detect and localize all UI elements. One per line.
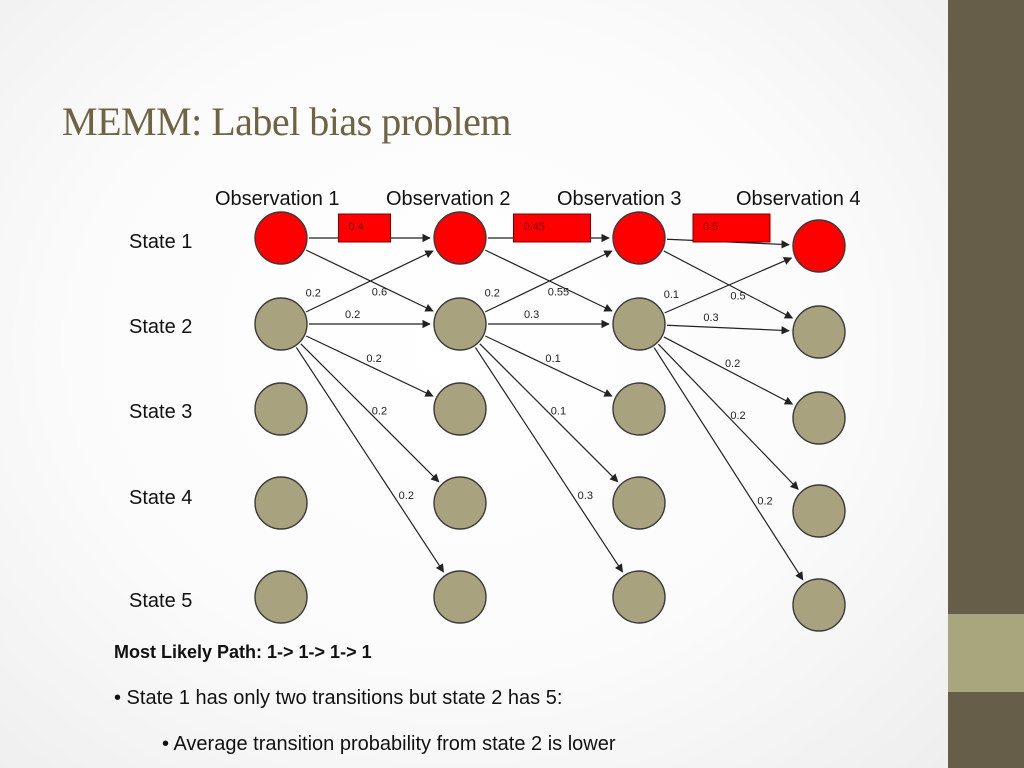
transition-arrow-o3-s2-s5: [653, 347, 804, 581]
state-node-o4-s1: [792, 219, 846, 273]
transition-arrow-o3-s2-s4: [657, 343, 799, 490]
state-node-o4-s4: [792, 484, 846, 538]
transition-prob-o1-s2-s3: 0.2: [366, 353, 381, 365]
transition-prob-o3-s1-s2: 0.5: [730, 291, 745, 303]
observation-label-2: Observation 2: [386, 188, 511, 210]
transition-arrow-o3-s2-s1: [664, 257, 793, 314]
state-label-1: State 1: [129, 231, 193, 253]
transition-arrow-o2-s2-s3: [485, 335, 613, 397]
state-node-o2-s3: [433, 382, 487, 436]
slide-title: MEMM: Label bias problem: [62, 99, 512, 144]
transition-arrow-o1-s2-s3: [306, 335, 434, 397]
state-node-o2-s5: [433, 570, 487, 624]
state-label-5: State 5: [129, 590, 193, 612]
sidebar-accent-middle: [948, 614, 1024, 692]
transition-arrow-o1-s2-s4: [300, 343, 440, 483]
highlight-box-o1: [338, 213, 391, 243]
slide-background: [0, 0, 948, 768]
state-node-o3-s5: [612, 570, 666, 624]
transition-prob-o2-s2-s4: 0.1: [551, 405, 566, 417]
state-node-o2-s2: [433, 297, 487, 351]
state-node-o3-s3: [612, 382, 666, 436]
transition-arrow-o2-s2-s1: [484, 250, 613, 313]
sidebar-accent-bottom: [948, 692, 1024, 768]
transition-prob-o1-s1-s2: 0.6: [372, 286, 387, 298]
state-node-o2-s1: [433, 211, 487, 265]
observation-label-4: Observation 4: [736, 188, 861, 210]
transition-prob-o2-s2-s1: 0.2: [485, 288, 500, 300]
bullet-average-probability: • Average transition probability from st…: [162, 733, 616, 755]
state-node-o4-s5: [792, 578, 846, 632]
transition-prob-o2-s2-s3: 0.1: [545, 353, 560, 365]
transition-prob-o2-s2-s5: 0.3: [578, 490, 593, 502]
transition-arrow-o3-s2-s3: [663, 336, 794, 405]
trellis-diagram: 0.4 0.6 0.2 0.2 0.2 0.2 0.2 0.45 0.55 0.2 0.3 0.1 0.…: [254, 211, 846, 632]
state-node-o2-s4: [433, 476, 487, 530]
transition-prob-o2-s1-s1: 0.45: [524, 221, 545, 233]
state-node-o3-s4: [612, 476, 666, 530]
state-label-3: State 3: [129, 401, 193, 423]
observation-label-3: Observation 3: [557, 188, 682, 210]
state-node-o3-s2: [612, 297, 666, 351]
transition-prob-o1-s2-s4: 0.2: [372, 405, 387, 417]
transition-arrow-o2-s2-s5: [474, 347, 624, 573]
highlight-box-o2: [513, 213, 591, 243]
transition-arrow-o1-s2-s1: [305, 250, 434, 313]
state-node-o1-s4: [254, 476, 308, 530]
transition-prob-o3-s2-s2: 0.3: [703, 312, 718, 324]
bullet-transitions: • State 1 has only two transitions but s…: [114, 687, 563, 709]
state-node-o3-s1: [612, 211, 666, 265]
state-label-4: State 4: [129, 487, 193, 509]
state-node-o4-s3: [792, 391, 846, 445]
most-likely-path: Most Likely Path: 1-> 1-> 1-> 1: [114, 642, 372, 662]
transition-prob-o3-s2-s3: 0.2: [725, 358, 740, 370]
transition-arrow-o1-s2-s5: [295, 347, 445, 573]
transition-prob-o3-s2-s1: 0.1: [664, 289, 679, 301]
transition-arrow-o3-s1-s2: [663, 250, 794, 319]
sidebar-accent-top: [948, 0, 1024, 614]
transition-arrow-o2-s1-s2: [484, 249, 613, 312]
transition-prob-o3-s2-s4: 0.2: [730, 410, 745, 422]
transition-arrow-o1-s1-s2: [305, 249, 434, 312]
highlight-box-o3: [692, 213, 771, 243]
state-node-o1-s5: [254, 570, 308, 624]
transition-prob-o1-s2-s2: 0.2: [345, 309, 360, 321]
transition-prob-o2-s1-s2: 0.55: [548, 286, 569, 298]
state-node-o1-s1: [254, 211, 308, 265]
transition-prob-o1-s1-s1: 0.4: [349, 221, 364, 233]
state-node-o1-s3: [254, 382, 308, 436]
observation-label-1: Observation 1: [215, 188, 340, 210]
state-node-o1-s2: [254, 297, 308, 351]
transition-prob-o1-s2-s5: 0.2: [399, 490, 414, 502]
transition-prob-o2-s2-s2: 0.3: [524, 309, 539, 321]
transition-prob-o3-s2-s5: 0.2: [757, 496, 772, 508]
transition-arrow-o2-s2-s4: [479, 343, 619, 483]
transition-prob-o1-s2-s1: 0.2: [306, 288, 321, 300]
transition-prob-o3-s1-s1: 0.5: [703, 221, 718, 233]
transition-arrow-o3-s2-s2: [666, 324, 790, 335]
state-node-o4-s2: [792, 305, 846, 359]
state-label-2: State 2: [129, 316, 193, 338]
